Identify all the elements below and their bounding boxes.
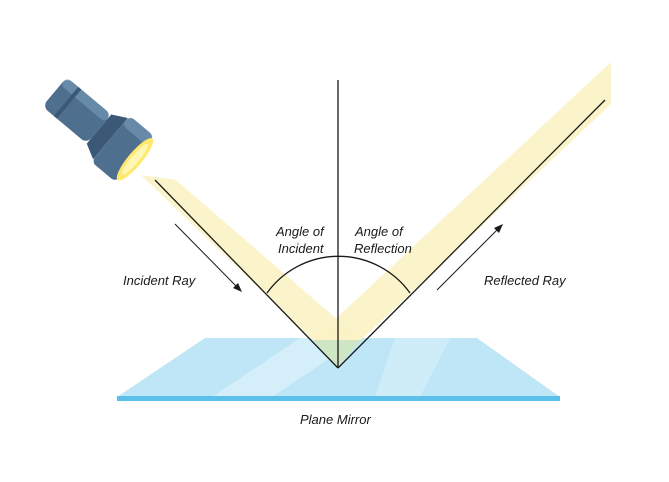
incident-ray-line	[154, 179, 339, 369]
light-beams	[141, 62, 611, 368]
angle-incident-label-line1: Angle of	[275, 224, 325, 239]
incident-ray-label: Incident Ray	[123, 273, 197, 288]
angle-reflection-label-line2: Reflection	[354, 241, 412, 256]
mirror-edge	[117, 396, 560, 401]
angle-incident-label-line2: Incident	[278, 241, 325, 256]
reflected-beam	[313, 62, 611, 340]
flashlight-handle	[45, 80, 109, 141]
incident-beam	[141, 175, 361, 340]
beam-overlap	[313, 340, 361, 368]
reflected-ray-line	[337, 99, 606, 369]
mirror-glare-2	[375, 338, 450, 397]
reflected-arrow	[436, 224, 503, 291]
incident-arrow	[174, 223, 242, 292]
flashlight-neck	[86, 114, 128, 160]
reflected-ray-label: Reflected Ray	[484, 273, 567, 288]
angle-reflection-label-line1: Angle of	[354, 224, 404, 239]
plane-mirror-label: Plane Mirror	[300, 412, 371, 427]
flashlight-icon	[45, 79, 154, 181]
angle-arc	[266, 255, 411, 294]
